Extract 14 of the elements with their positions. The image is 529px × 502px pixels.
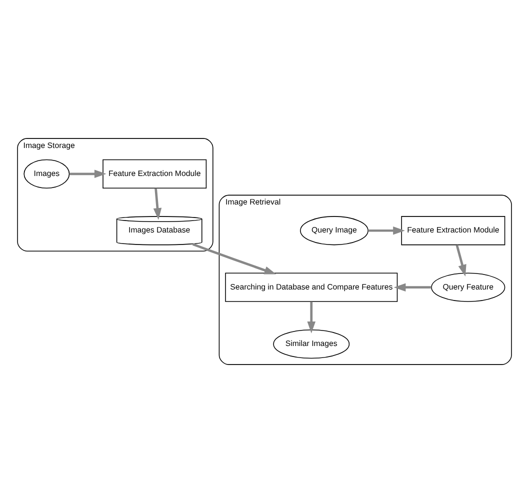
node-box: Feature Extraction Module — [102, 158, 207, 188]
arrow — [153, 188, 162, 220]
node-ellipse: Images — [24, 158, 70, 188]
arrow — [307, 301, 316, 333]
node-box: Searching in Database and Compare Features — [225, 272, 398, 302]
node-box: Feature Extraction Module — [401, 216, 506, 245]
arrow — [69, 169, 106, 178]
node-ellipse: Query Feature — [431, 272, 506, 302]
arrow — [394, 282, 432, 291]
arrow — [456, 244, 466, 276]
arrow — [192, 242, 276, 274]
node-ellipse: Similar Images — [273, 329, 350, 358]
arrow — [368, 226, 405, 234]
node-ellipse: Query Image — [300, 216, 368, 245]
